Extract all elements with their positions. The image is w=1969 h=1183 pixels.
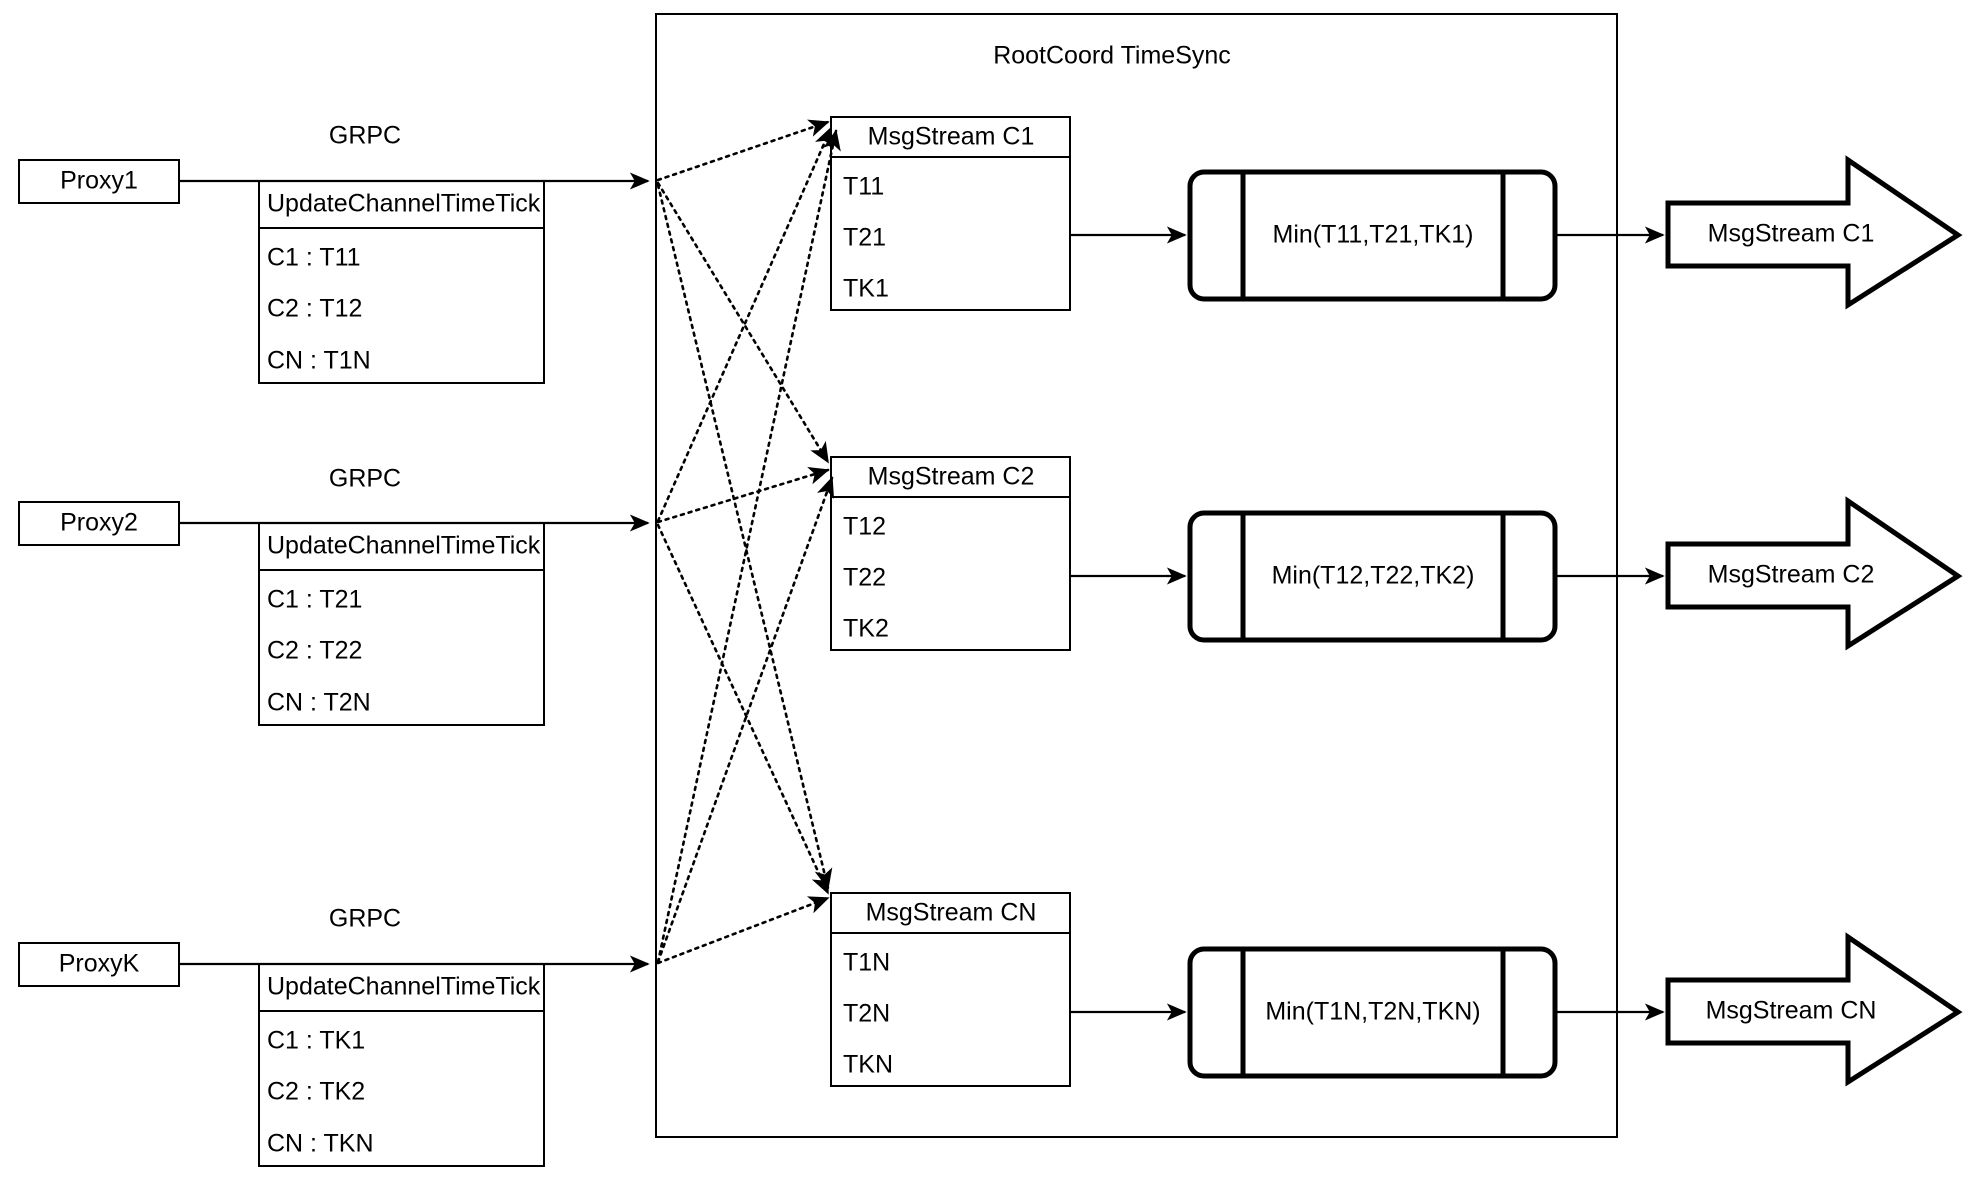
rootcoord-container-title: RootCoord TimeSync	[993, 42, 1231, 70]
output-label-1: MsgStream C1	[1708, 220, 1875, 248]
msgstream-title-3: MsgStream CN	[866, 899, 1037, 927]
update-tick-title-3: UpdateChannelTimeTick	[267, 973, 541, 1001]
msgstream-tick-1-1: T21	[843, 224, 886, 252]
msgstream-box-3	[830, 892, 1071, 1087]
msgstream-tick-3-2: TKN	[843, 1051, 893, 1079]
update-tick-row-3-1: C2 : TK2	[267, 1078, 365, 1106]
msgstream-tick-1-2: TK1	[843, 275, 889, 303]
msgstream-tick-3-0: T1N	[843, 949, 890, 977]
proxy-label-3: ProxyK	[59, 950, 140, 978]
update-tick-title-2: UpdateChannelTimeTick	[267, 532, 541, 560]
msgstream-tick-3-1: T2N	[843, 1000, 890, 1028]
msgstream-tick-2-2: TK2	[843, 615, 889, 643]
output-block-arrow-1	[1665, 155, 1963, 310]
msgstream-title-1: MsgStream C1	[868, 123, 1035, 151]
proxy-label-1: Proxy1	[60, 167, 138, 195]
channel-row-3: MsgStream CN T1N T2N TKN Min(T1N,T2N,TKN…	[830, 892, 1963, 1087]
update-tick-box-2	[258, 522, 545, 726]
channel-row-2: MsgStream C2 T12 T22 TK2 Min(T12,T22,TK2…	[830, 456, 1963, 651]
update-tick-row-1-1: C2 : T12	[267, 295, 362, 323]
timetick-dispatch-connectors	[656, 119, 841, 965]
msgstream-tick-2-1: T22	[843, 564, 886, 592]
proxy-label-2: Proxy2	[60, 509, 138, 537]
update-tick-row-3-2: CN : TKN	[267, 1130, 374, 1158]
min-label-3: Min(T1N,T2N,TKN)	[1265, 998, 1480, 1026]
update-tick-row-1-2: CN : T1N	[267, 347, 371, 375]
update-tick-row-1-0: C1 : T11	[267, 244, 361, 272]
proxy-group-2: GRPC Proxy2 UpdateChannelTimeTick C1 : T…	[18, 465, 650, 726]
dispatch-p2-c2	[656, 466, 830, 524]
dispatch-pk-cn	[656, 896, 830, 965]
output-label-3: MsgStream CN	[1706, 997, 1877, 1025]
dispatch-pk-c1	[656, 129, 841, 964]
msgstream-title-2: MsgStream C2	[868, 463, 1035, 491]
update-tick-row-2-2: CN : T2N	[267, 689, 371, 717]
grpc-label-1: GRPC	[329, 122, 401, 150]
msgstream-box-1	[830, 116, 1071, 311]
dispatch-p1-c2	[656, 181, 830, 464]
dispatch-p2-c1	[656, 126, 833, 523]
channel-row-1: MsgStream C1 T11 T21 TK1 Min(T11,T21,TK1…	[830, 116, 1963, 311]
update-tick-box-3	[258, 963, 545, 1167]
output-label-2: MsgStream C2	[1708, 561, 1875, 589]
output-block-arrow-2	[1665, 496, 1963, 651]
min-label-2: Min(T12,T22,TK2)	[1272, 562, 1475, 590]
dispatch-pk-c2	[656, 476, 835, 964]
update-tick-row-3-0: C1 : TK1	[267, 1027, 365, 1055]
dispatch-p1-c1	[656, 119, 830, 182]
update-tick-title-1: UpdateChannelTimeTick	[267, 190, 541, 218]
update-tick-row-2-1: C2 : T22	[267, 637, 362, 665]
dispatch-p1-cn	[656, 183, 833, 890]
grpc-label-2: GRPC	[329, 465, 401, 493]
dispatch-p2-cn	[656, 523, 830, 895]
msgstream-tick-2-0: T12	[843, 513, 886, 541]
msgstream-tick-1-0: T11	[843, 173, 884, 201]
msgstream-box-2	[830, 456, 1071, 651]
output-block-arrow-3	[1665, 932, 1963, 1087]
update-tick-box-1	[258, 180, 545, 384]
proxy-group-3: GRPC ProxyK UpdateChannelTimeTick C1 : T…	[18, 905, 650, 1167]
update-tick-row-2-0: C1 : T21	[267, 586, 362, 614]
grpc-label-3: GRPC	[329, 905, 401, 933]
min-label-1: Min(T11,T21,TK1)	[1273, 221, 1474, 249]
proxy-group-1: GRPC Proxy1 UpdateChannelTimeTick C1 : T…	[18, 122, 650, 384]
